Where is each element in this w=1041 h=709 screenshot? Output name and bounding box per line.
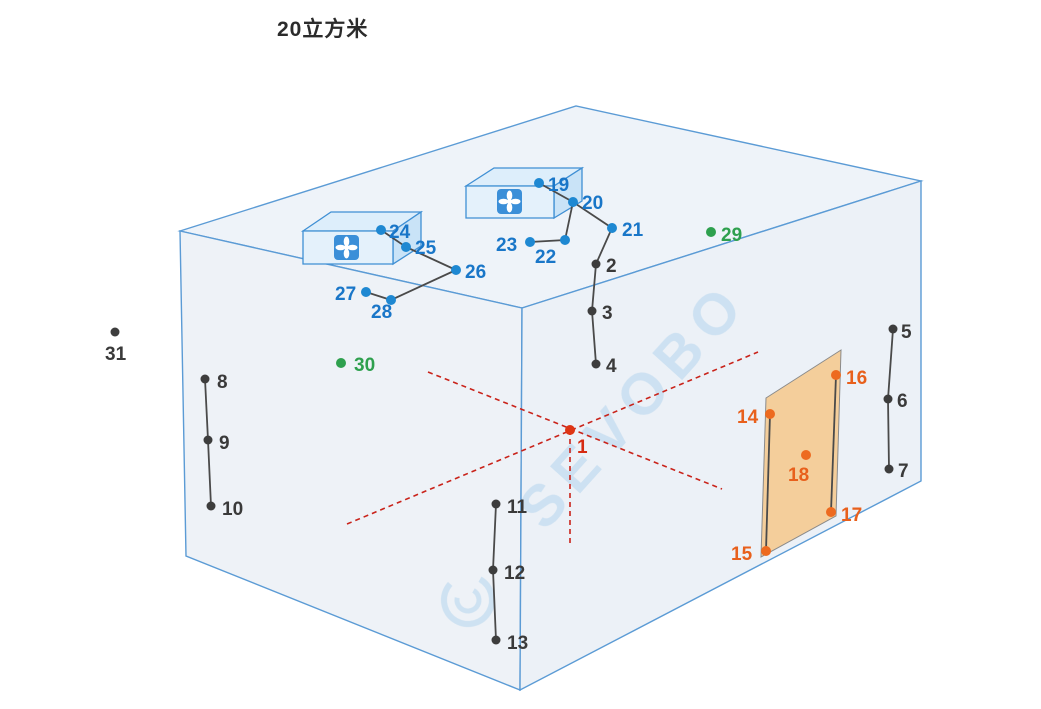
point-label-3: 3	[602, 303, 613, 324]
point-label-29: 29	[721, 225, 742, 246]
point-dot-2	[591, 259, 601, 269]
connector-19-20-21-2-3-4	[538, 182, 614, 365]
point-dot-16	[831, 370, 841, 380]
point-dot-20	[568, 197, 578, 207]
sensor-points	[110, 178, 898, 645]
ac-unit-left	[300, 210, 424, 266]
point-dot-27	[361, 287, 371, 297]
point-dot-28	[386, 295, 396, 305]
point-label-17: 17	[841, 505, 862, 526]
point-label-16: 16	[846, 368, 867, 389]
point-dot-13	[491, 635, 501, 645]
point-label-28: 28	[371, 302, 392, 323]
point-label-6: 6	[897, 391, 908, 412]
point-dot-30	[336, 358, 346, 368]
chamber-volume-label: 20立方米	[277, 18, 369, 41]
point-label-12: 12	[504, 563, 525, 584]
point-label-24: 24	[389, 222, 411, 243]
point-dot-5	[888, 324, 898, 334]
point-label-26: 26	[465, 262, 486, 283]
point-label-4: 4	[606, 356, 617, 377]
point-label-21: 21	[622, 220, 644, 241]
room-right-face	[519, 180, 922, 692]
point-dot-21	[607, 223, 617, 233]
point-label-20: 20	[582, 193, 603, 214]
point-dot-4	[591, 359, 601, 369]
point-label-1: 1	[577, 437, 588, 458]
point-label-2: 2	[606, 256, 617, 277]
point-dot-12	[488, 565, 498, 575]
crosshair-line-1	[427, 371, 723, 490]
point-label-25: 25	[415, 238, 437, 259]
point-label-31: 31	[105, 344, 127, 365]
point-dot-14	[765, 409, 775, 419]
fan-icon	[498, 190, 521, 213]
crosshair-lines	[346, 351, 759, 546]
point-label-27: 27	[335, 284, 356, 305]
point-label-19: 19	[548, 175, 569, 196]
point-dot-11	[491, 499, 501, 509]
point-dot-3	[587, 306, 597, 316]
point-dot-25	[401, 242, 411, 252]
point-label-5: 5	[901, 322, 912, 343]
point-dot-18	[801, 450, 811, 460]
point-label-23: 23	[496, 235, 517, 256]
point-dot-23	[525, 237, 535, 247]
fan-icon	[335, 236, 358, 259]
ac-unit-right	[463, 166, 585, 220]
point-label-10: 10	[222, 499, 243, 520]
point-dot-26	[451, 265, 461, 275]
connector-16-17	[830, 374, 837, 513]
crosshair-line-2	[346, 351, 759, 525]
point-label-15: 15	[731, 544, 753, 565]
point-label-18: 18	[788, 465, 809, 486]
point-dot-22	[560, 235, 570, 245]
point-label-9: 9	[219, 433, 230, 454]
point-dot-15	[761, 546, 771, 556]
point-label-22: 22	[535, 247, 556, 268]
point-label-14: 14	[737, 407, 759, 428]
point-label-30: 30	[354, 355, 375, 376]
point-dot-29	[706, 227, 716, 237]
point-label-7: 7	[898, 461, 909, 482]
point-dot-7	[884, 464, 894, 474]
point-dot-19	[534, 178, 544, 188]
point-dot-8	[200, 374, 210, 384]
point-dot-17	[826, 507, 836, 517]
point-dot-9	[203, 435, 213, 445]
point-label-8: 8	[217, 372, 228, 393]
point-dot-6	[883, 394, 893, 404]
point-label-13: 13	[507, 633, 528, 654]
point-dot-31	[110, 327, 120, 337]
point-dot-1	[565, 425, 575, 435]
point-dot-10	[206, 501, 216, 511]
point-dot-24	[376, 225, 386, 235]
connector-14-15	[765, 413, 771, 552]
door-panel	[760, 349, 842, 558]
point-label-11: 11	[507, 497, 528, 518]
